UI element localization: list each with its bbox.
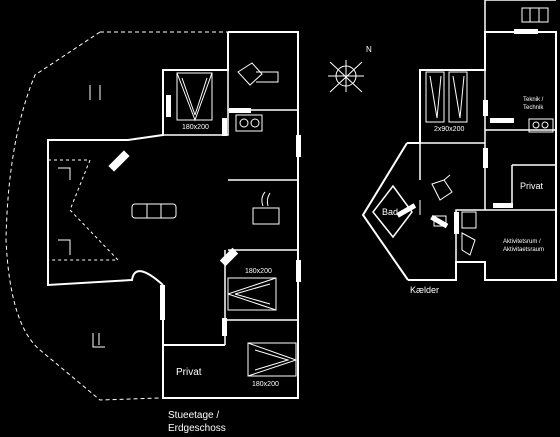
door-mark bbox=[430, 214, 449, 229]
stove-icon bbox=[252, 191, 280, 225]
chair-icon bbox=[92, 333, 105, 348]
bath-label: Bad bbox=[382, 207, 398, 217]
door-mark bbox=[483, 100, 488, 116]
washer-icon bbox=[528, 118, 554, 133]
chair-icon bbox=[89, 85, 101, 100]
basement-walls bbox=[361, 31, 557, 281]
utility-room-label: Teknik / bbox=[523, 97, 544, 103]
door-mark bbox=[514, 29, 538, 34]
sofa-icon bbox=[131, 203, 177, 219]
utility-room-label: Technik bbox=[523, 105, 544, 111]
interior-walls bbox=[163, 70, 298, 345]
inner-terrace bbox=[48, 159, 120, 261]
door-mark bbox=[396, 203, 417, 218]
compass-icon bbox=[328, 60, 364, 93]
door-mark bbox=[166, 95, 171, 117]
ground-floor-plan bbox=[5, 31, 299, 401]
floor-caption: Stueetage / bbox=[168, 410, 219, 421]
activity-room-label: Aktivitaetsraum bbox=[503, 247, 544, 253]
floor-caption: Erdgeschoss bbox=[168, 423, 226, 434]
north-label: N bbox=[366, 45, 372, 54]
door-mark bbox=[296, 260, 301, 282]
bed-icon bbox=[247, 342, 298, 377]
private-room-label: Privat bbox=[520, 181, 544, 191]
door-mark bbox=[490, 118, 514, 123]
basement-interior-walls bbox=[419, 0, 556, 262]
basement-furniture bbox=[419, 7, 554, 256]
door-mark bbox=[296, 135, 301, 157]
bed-size-label: 180x200 bbox=[245, 268, 272, 275]
door-mark bbox=[160, 285, 165, 320]
basement-doors bbox=[396, 29, 538, 234]
terrace-outline bbox=[5, 31, 228, 401]
floor-caption: Kælder bbox=[410, 285, 439, 295]
bed-icon bbox=[227, 277, 277, 311]
private-room-label: Privat bbox=[176, 367, 202, 378]
door-mark bbox=[222, 118, 227, 136]
window-icon bbox=[529, 8, 540, 22]
door-mark bbox=[219, 247, 239, 267]
bed-icon bbox=[176, 72, 213, 122]
kitchen-icon bbox=[235, 62, 279, 132]
door-mark bbox=[493, 203, 513, 208]
door-mark bbox=[222, 318, 227, 336]
window-icon bbox=[521, 7, 549, 23]
bed-size-label: 2x90x200 bbox=[434, 126, 464, 133]
bed-icon bbox=[425, 71, 468, 123]
activity-room-label: Aktivitetsrum / bbox=[503, 239, 541, 245]
bed-size-label: 180x200 bbox=[252, 381, 279, 388]
bed-size-label: 180x200 bbox=[182, 124, 209, 131]
chair-icon bbox=[58, 167, 71, 255]
door-mark bbox=[108, 150, 130, 172]
ground-floor-furniture bbox=[58, 62, 298, 377]
sink-icon bbox=[461, 211, 477, 256]
bath-diamond bbox=[372, 184, 413, 239]
door-mark bbox=[229, 108, 251, 113]
door-mark bbox=[483, 148, 488, 168]
door-mark bbox=[454, 212, 459, 234]
shower-icon bbox=[419, 174, 453, 227]
basement-plan bbox=[361, 0, 557, 281]
ground-floor-doors bbox=[108, 95, 301, 336]
